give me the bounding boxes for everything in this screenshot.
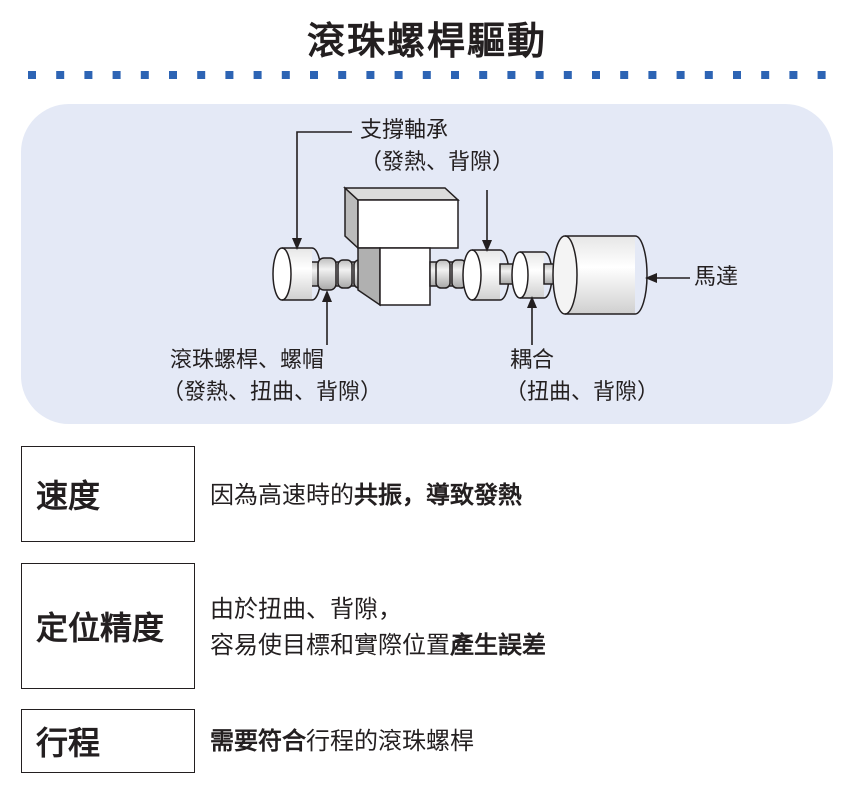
divider-dot [56,71,65,79]
divider-dot [310,71,318,79]
divider-dot [253,71,262,79]
divider-dot [535,71,544,79]
page-title: 滾珠螺桿驅動 [306,19,547,63]
row-desc-stroke: 需要符合行程的滾珠螺桿 [210,724,474,758]
label-coupling: 耦合 [510,348,555,373]
row-desc-speed-bold: 共振，導致發熱 [354,481,522,509]
divider-dot [704,71,713,79]
label-ballscrew: 滾珠螺桿、螺帽 [170,348,325,373]
divider-dot [789,71,798,79]
nut-block [343,186,460,307]
divider-dot [422,71,431,79]
divider-dot [84,71,93,79]
row-desc-positioning-plain: 容易使目標和實際位置 [210,631,450,659]
divider-dot [507,71,516,79]
row-desc-stroke-bold: 需要符合 [210,727,306,755]
screw-thread-segments-right [435,259,467,289]
row-header-positioning: 定位精度 [21,563,195,689]
divider-dot [817,71,826,79]
row-desc-stroke-plain: 行程的滾珠螺桿 [306,727,474,755]
arrow-ballscrew [322,290,332,302]
label-motor: 馬達 [694,265,739,290]
label-ballscrew-note: （發熱、扭曲、背隙） [162,380,383,405]
divider-dot [338,71,347,79]
divider-dot [620,71,629,79]
label-support-bearing: 支撐軸承 [360,118,449,143]
arrow-motor [645,273,657,283]
divider-dot [225,71,234,79]
row-desc-speed: 因為高速時的共振，導致發熱 [210,478,522,512]
left-support-bearing [272,247,322,301]
divider-dot [28,71,36,79]
divider-dot [733,71,741,79]
divider-dot [394,71,403,79]
row-desc-positioning-line2: 容易使目標和實際位置產生誤差 [210,628,546,662]
divider-dot [112,71,121,79]
label-coupling-note: （扭曲、背隙） [505,380,660,405]
row-header-speed: 速度 [21,446,195,542]
arrow-support-left [292,238,302,250]
divider-dot [563,71,572,79]
row-desc-positioning-bold: 產生誤差 [450,631,546,659]
row-desc-speed-plain: 因為高速時的 [210,481,354,509]
divider-dot [197,71,206,79]
divider-dot [366,71,375,79]
coupling [511,251,553,299]
arrow-coupling [527,296,537,308]
divider-dot [140,71,149,79]
arrow-support-right [482,240,492,252]
divider-dot [281,71,290,79]
label-support-bearing-note: （發熱、背隙） [360,150,515,175]
motor [552,235,648,315]
row-desc-positioning-line1: 由於扭曲、背隙， [210,595,402,623]
divider-dot [648,71,657,79]
divider-dot [451,71,459,79]
dotted-divider [28,71,826,79]
divider-dot [761,71,770,79]
divider-dot [676,71,685,79]
row-header-stroke: 行程 [21,709,195,773]
divider-dot [479,71,488,79]
divider-dot [169,71,177,79]
divider-dot [592,71,600,79]
leader-support-bearing-left [296,131,352,240]
right-support-bearing [462,249,510,301]
